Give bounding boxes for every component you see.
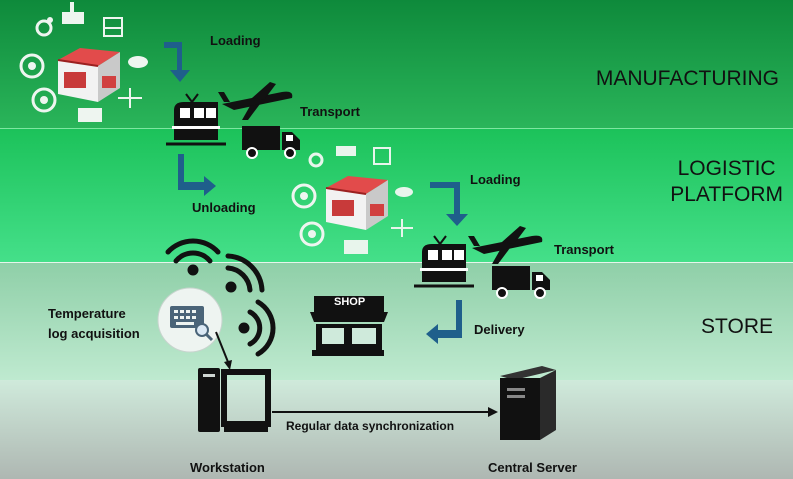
- label-temperature-line1: Temperature: [48, 306, 126, 321]
- zone-label-logistic-line1: LOGISTIC: [677, 157, 776, 180]
- label-unloading: Unloading: [192, 200, 256, 215]
- zone-logistic-platform: [0, 128, 793, 263]
- workstation-icon: [198, 368, 271, 432]
- label-delivery: Delivery: [474, 322, 525, 337]
- sync-arrow: [272, 407, 498, 417]
- radio-wave-icon-2: [238, 299, 276, 357]
- label-temperature-line2: log acquisition: [48, 326, 140, 341]
- shop-sign-text: SHOP: [334, 296, 366, 308]
- logistic-industry-icons: [291, 146, 413, 254]
- label-transport-1: Transport: [300, 104, 360, 119]
- wifi-signal-icon: [165, 238, 221, 276]
- plane-icon-1: [218, 82, 293, 120]
- delivery-arrow: [426, 300, 462, 344]
- train-icon-2: [412, 234, 476, 288]
- plane-icon-2: [468, 226, 543, 264]
- zone-label-logistic: LOGISTIC PLATFORM: [670, 156, 783, 208]
- zone-label-store: STORE: [701, 315, 773, 338]
- label-sync: Regular data synchronization: [286, 419, 455, 433]
- unloading-arrow: [178, 154, 216, 196]
- label-loading-1: Loading: [210, 33, 261, 48]
- logger-to-workstation-arrow: [215, 331, 232, 370]
- label-central-server: Central Server: [488, 460, 577, 475]
- shop-icon: [310, 296, 388, 356]
- label-loading-2: Loading: [470, 172, 521, 187]
- radio-wave-icon-1: [225, 253, 265, 293]
- loading-arrow-2: [430, 182, 468, 226]
- logistic-warehouse-icon: [325, 175, 389, 231]
- truck-icon-1: [241, 125, 301, 159]
- label-workstation: Workstation: [190, 460, 265, 475]
- manufacturing-industry-icons: [19, 2, 148, 122]
- temperature-logger-icon: [157, 287, 223, 353]
- loading-arrow-1: [164, 42, 190, 82]
- zone-label-manufacturing: MANUFACTURING: [595, 67, 779, 90]
- zone-store: [0, 262, 793, 381]
- label-transport-2: Transport: [554, 242, 614, 257]
- train-icon-1: [164, 92, 228, 146]
- truck-icon-2: [491, 265, 551, 299]
- label-temperature: Temperature log acquisition: [48, 304, 140, 344]
- zone-label-logistic-line2: PLATFORM: [670, 183, 783, 206]
- manufacturing-warehouse-icon: [57, 47, 121, 103]
- server-icon: [500, 366, 556, 440]
- zone-office: [0, 380, 793, 479]
